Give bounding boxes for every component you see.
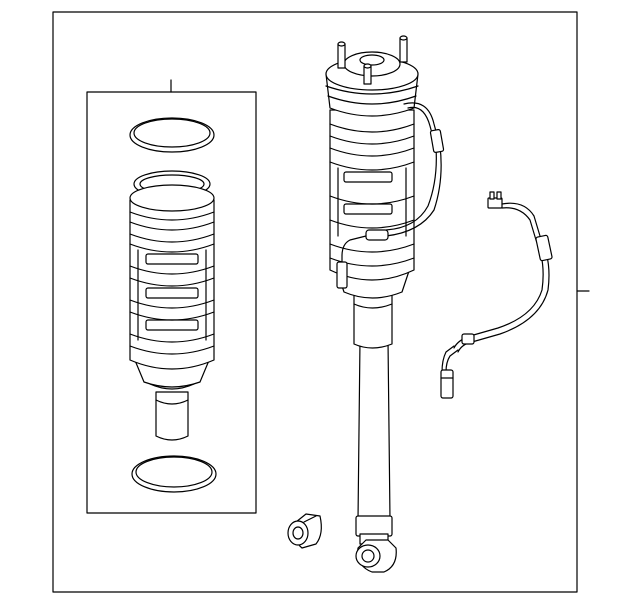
outer-frame [52, 11, 590, 593]
air-spring-bellows[interactable] [129, 170, 215, 441]
lower-seal-ring[interactable] [131, 455, 217, 493]
bushing[interactable] [287, 513, 322, 549]
sensor-wire-harness[interactable] [440, 191, 553, 399]
air-strut-assembly[interactable] [325, 35, 445, 573]
upper-seal-ring[interactable] [129, 117, 215, 153]
kit-box[interactable] [86, 79, 257, 514]
